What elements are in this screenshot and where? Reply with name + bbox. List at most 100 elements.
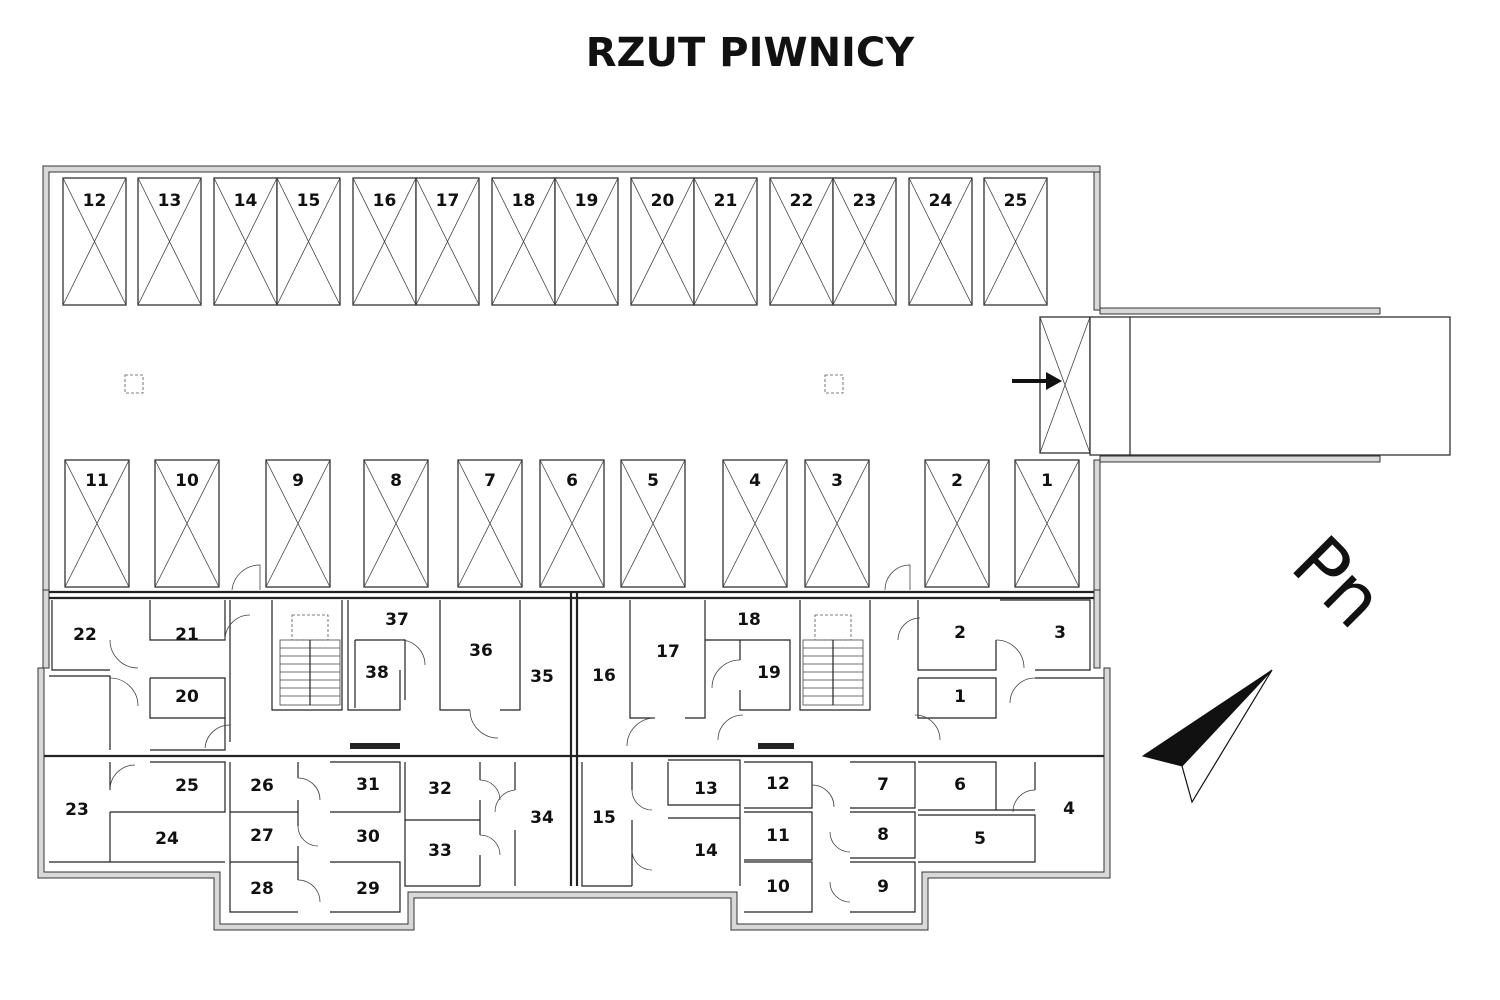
parking-bay-number: 6: [566, 471, 578, 491]
storage-room-number: 7: [877, 775, 889, 795]
parking-bay-bottom: 10: [154, 459, 220, 588]
storage-room-number: 25: [175, 776, 199, 796]
north-arrow: Pn: [1141, 520, 1400, 804]
parking-bay-number: 1: [1041, 471, 1053, 491]
parking-bay-number: 11: [85, 471, 109, 491]
parking-bay-number: 10: [175, 471, 199, 491]
storage-room-number: 28: [250, 879, 274, 899]
parking-bay-top: 12: [62, 177, 127, 306]
parking-bay-bottom: 3: [804, 459, 870, 588]
storage-room-number: 14: [694, 841, 718, 861]
storage-room-number: 27: [250, 826, 274, 846]
interior-walls: [44, 590, 1104, 913]
parking-bay-number: 14: [234, 191, 258, 211]
parking-bay-top: 19: [554, 177, 619, 306]
parking-bay-bottom: 9: [265, 459, 331, 588]
parking-bay-top: 23: [832, 177, 897, 306]
storage-room-number: 16: [592, 666, 616, 686]
storage-room-number: 29: [356, 879, 380, 899]
parking-bay-number: 23: [853, 191, 877, 211]
parking-bay-top: 13: [137, 177, 202, 306]
parking-bay-number: 5: [647, 471, 659, 491]
parking-bay-number: 21: [714, 191, 738, 211]
parking-bay-number: 16: [373, 191, 397, 211]
parking-bay-bottom: 7: [457, 459, 523, 588]
outer-walls: [37, 165, 1111, 931]
parking-bay-number: 4: [749, 471, 761, 491]
storage-room-number: 23: [65, 800, 89, 820]
parking-bay-top: 25: [983, 177, 1048, 306]
storage-room-number: 17: [656, 642, 680, 662]
storage-room-number: 1: [954, 687, 966, 707]
storage-room-number: 36: [469, 641, 493, 661]
parking-bay-bottom: 4: [722, 459, 788, 588]
storage-room-number: 20: [175, 687, 199, 707]
stairwells: [279, 614, 864, 749]
parking-bay-bottom: 6: [539, 459, 605, 588]
storage-room-number: 32: [428, 779, 452, 799]
parking-bay-top: 14: [213, 177, 278, 306]
parking-bay-top: 20: [630, 177, 695, 306]
storage-room-number: 13: [694, 779, 718, 799]
storage-room-number: 8: [877, 825, 889, 845]
storage-room-number: 10: [766, 877, 790, 897]
storage-room-number: 15: [592, 808, 616, 828]
storage-room-number: 12: [766, 774, 790, 794]
parking-bay-bottom: 1: [1014, 459, 1080, 588]
storage-room-number: 18: [737, 610, 761, 630]
parking-bay-number: 9: [292, 471, 304, 491]
parking-bay-number: 8: [390, 471, 402, 491]
parking-bay-bottom: 8: [363, 459, 429, 588]
parking-row-bottom: 11 10 9 8 7 6 5 4 3 2 1: [64, 459, 1080, 588]
parking-bay-bottom: 11: [64, 459, 130, 588]
parking-bay-number: 25: [1004, 191, 1028, 211]
page-title: RZUT PIWNICY: [585, 30, 915, 76]
parking-bay-number: 22: [790, 191, 814, 211]
storage-room-number: 24: [155, 829, 179, 849]
parking-bay-top: 15: [276, 177, 341, 306]
storage-room-number: 3: [1054, 623, 1066, 643]
parking-bay-top: 22: [769, 177, 834, 306]
storage-room-number: 2: [954, 623, 966, 643]
parking-bay-number: 3: [831, 471, 843, 491]
parking-bay-number: 18: [512, 191, 536, 211]
parking-row-top: 12 13 14 15 16 17 18 19 20 21 22 23 24 25: [62, 177, 1048, 306]
parking-bay-top: 16: [352, 177, 417, 306]
parking-bay-number: 15: [297, 191, 321, 211]
parking-bay-number: 20: [651, 191, 675, 211]
storage-room-number: 37: [385, 610, 409, 630]
parking-bay-number: 24: [929, 191, 953, 211]
storage-room-number: 38: [365, 663, 389, 683]
parking-bay-number: 7: [484, 471, 496, 491]
north-label: Pn: [1275, 520, 1400, 645]
parking-bay-number: 17: [436, 191, 460, 211]
storage-room-number: 11: [766, 826, 790, 846]
parking-bay-bottom: 2: [924, 459, 990, 588]
storage-room-number: 33: [428, 841, 452, 861]
parking-bay-top: 18: [491, 177, 556, 306]
storage-room-number: 6: [954, 775, 966, 795]
parking-bay-top: 24: [908, 177, 973, 306]
storage-room-number: 34: [530, 808, 554, 828]
storage-room-number: 22: [73, 625, 97, 645]
parking-bay-bottom: 5: [620, 459, 686, 588]
parking-bay-top: 17: [415, 177, 480, 306]
storage-room-number: 4: [1063, 799, 1075, 819]
storage-room-number: 9: [877, 877, 889, 897]
parking-bay-number: 13: [158, 191, 182, 211]
columns: [124, 374, 844, 394]
storage-room-number: 30: [356, 827, 380, 847]
parking-bay-top: 21: [693, 177, 758, 306]
storage-room-number: 19: [757, 663, 781, 683]
storage-room-number: 35: [530, 667, 554, 687]
entrance-ramp: [1012, 307, 1451, 463]
storage-room-number: 5: [974, 829, 986, 849]
storage-room-number: 21: [175, 625, 199, 645]
parking-bay-number: 12: [83, 191, 107, 211]
parking-bay-number: 19: [575, 191, 599, 211]
parking-bay-number: 2: [951, 471, 963, 491]
storage-room-number: 26: [250, 776, 274, 796]
storage-room-number: 31: [356, 775, 380, 795]
